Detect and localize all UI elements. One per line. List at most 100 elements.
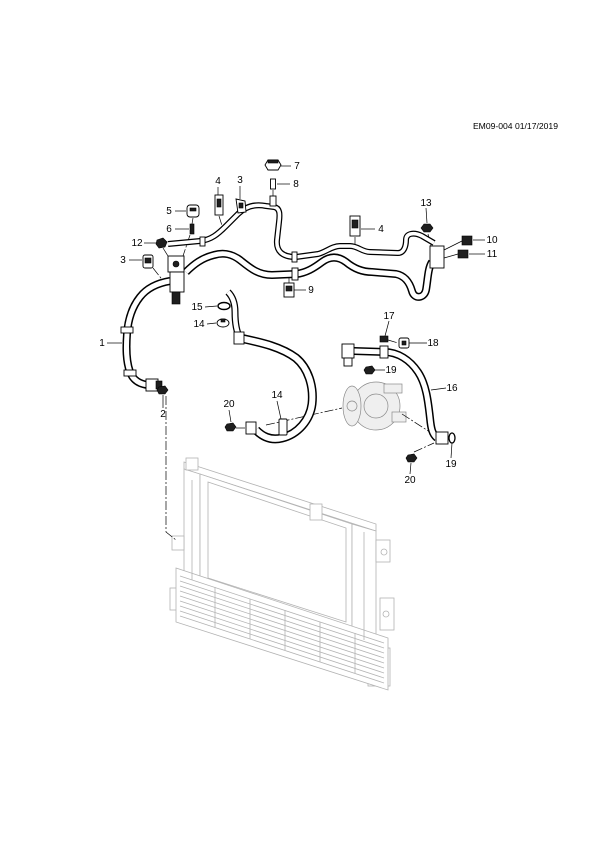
radiator-core-inner — [207, 481, 347, 623]
assembly-line — [165, 396, 177, 541]
pipe-coupling — [199, 236, 206, 247]
bolt — [405, 453, 418, 463]
condenser-fin — [179, 585, 385, 654]
radiator-bolt — [380, 548, 388, 556]
hose-end-fitting — [341, 343, 355, 359]
cap-detail — [401, 340, 407, 346]
assembly-line — [218, 215, 225, 233]
radiator-bolt — [382, 610, 390, 618]
callout-19: 19 — [445, 459, 457, 470]
hose-end-fitting — [343, 357, 353, 367]
hose-coupling — [233, 331, 245, 345]
pipe-coupling — [291, 267, 299, 281]
condenser-fin — [179, 590, 385, 659]
radiator-right-bracket — [375, 539, 391, 563]
seal — [379, 335, 389, 343]
assembly-line — [162, 247, 169, 257]
callout-15: 15 — [191, 302, 203, 313]
leader-line — [430, 387, 447, 391]
compressor-mount — [391, 411, 407, 423]
hose-coupling — [123, 369, 137, 377]
callout-3: 3 — [120, 255, 126, 266]
nut — [420, 223, 434, 233]
callouts: 7 8 4 3 5 6 12 3 4 13 10 11 9 15 14 1 17… — [99, 161, 498, 486]
connector — [461, 235, 473, 246]
leader-line — [425, 207, 428, 224]
hose-end-fitting — [245, 421, 257, 435]
assembly-line — [191, 217, 194, 225]
clip-detail — [238, 202, 244, 209]
connector-lead — [443, 240, 463, 251]
cap-nut-top — [267, 159, 279, 164]
short-pipe — [228, 292, 240, 338]
callout-14: 14 — [193, 319, 205, 330]
leader-line — [450, 442, 453, 459]
assembly-line — [413, 442, 435, 453]
condenser-fin — [179, 605, 385, 674]
leader-line — [384, 320, 390, 337]
leader-line — [204, 305, 218, 308]
hose-coupling — [120, 326, 134, 334]
callout-17: 17 — [383, 311, 395, 322]
callout-2: 2 — [160, 409, 166, 420]
nut — [156, 385, 169, 395]
condenser-fin — [179, 575, 385, 644]
callout-14: 14 — [271, 390, 283, 401]
document-reference: EM09-004 01/17/2019 — [473, 121, 558, 131]
assembly-line — [387, 339, 399, 344]
cap-detail — [189, 207, 197, 212]
valve-core — [270, 178, 276, 190]
connector — [457, 249, 469, 259]
callout-8: 8 — [293, 179, 299, 190]
leader-line — [206, 322, 217, 325]
compressor-body-detail — [363, 393, 389, 419]
callout-13: 13 — [420, 198, 432, 209]
valve-outlet — [171, 291, 181, 305]
callout-10: 10 — [486, 235, 498, 246]
clip-detail — [144, 257, 152, 264]
radiator-assembly — [169, 457, 395, 691]
callout-7: 7 — [294, 161, 300, 172]
pipe-coupling — [291, 251, 298, 263]
nut — [363, 365, 376, 375]
ac-compressor — [342, 381, 407, 431]
radiator-inlet-fitting — [171, 535, 185, 551]
liquid-pipe — [168, 205, 434, 257]
callout-9: 9 — [308, 285, 314, 296]
callout-20: 20 — [223, 399, 235, 410]
condenser-fin — [179, 615, 385, 684]
clip-ring-tab — [220, 318, 226, 323]
valve-body — [169, 271, 185, 293]
compressor-port — [383, 383, 403, 394]
pin — [189, 223, 195, 235]
radiator-top-tab — [309, 503, 323, 521]
callout-1: 1 — [99, 338, 105, 349]
pipe-outline — [168, 205, 434, 257]
assembly-line — [182, 234, 191, 257]
condenser-core — [175, 567, 389, 691]
callout-16: 16 — [446, 383, 458, 394]
hose-end-fitting — [435, 431, 449, 445]
leader-lines — [107, 165, 485, 475]
connector-lead — [443, 253, 459, 259]
o-ring — [448, 432, 456, 444]
nut — [155, 237, 168, 249]
clip-detail — [351, 219, 359, 229]
leader-line — [228, 409, 232, 423]
callout-12: 12 — [131, 238, 143, 249]
o-ring — [217, 301, 231, 311]
pipe-fill — [166, 203, 436, 259]
condenser-fin — [179, 595, 385, 664]
condenser-fin — [179, 600, 385, 669]
service-port — [269, 195, 277, 207]
leader-line — [409, 462, 412, 475]
callout-19: 19 — [385, 365, 397, 376]
callout-20: 20 — [404, 475, 416, 486]
callout-18: 18 — [427, 338, 439, 349]
hose-coupling — [379, 345, 389, 359]
callout-4: 4 — [378, 224, 384, 235]
clip — [278, 418, 288, 436]
bracket-detail — [285, 285, 293, 292]
clip-detail — [216, 198, 222, 208]
